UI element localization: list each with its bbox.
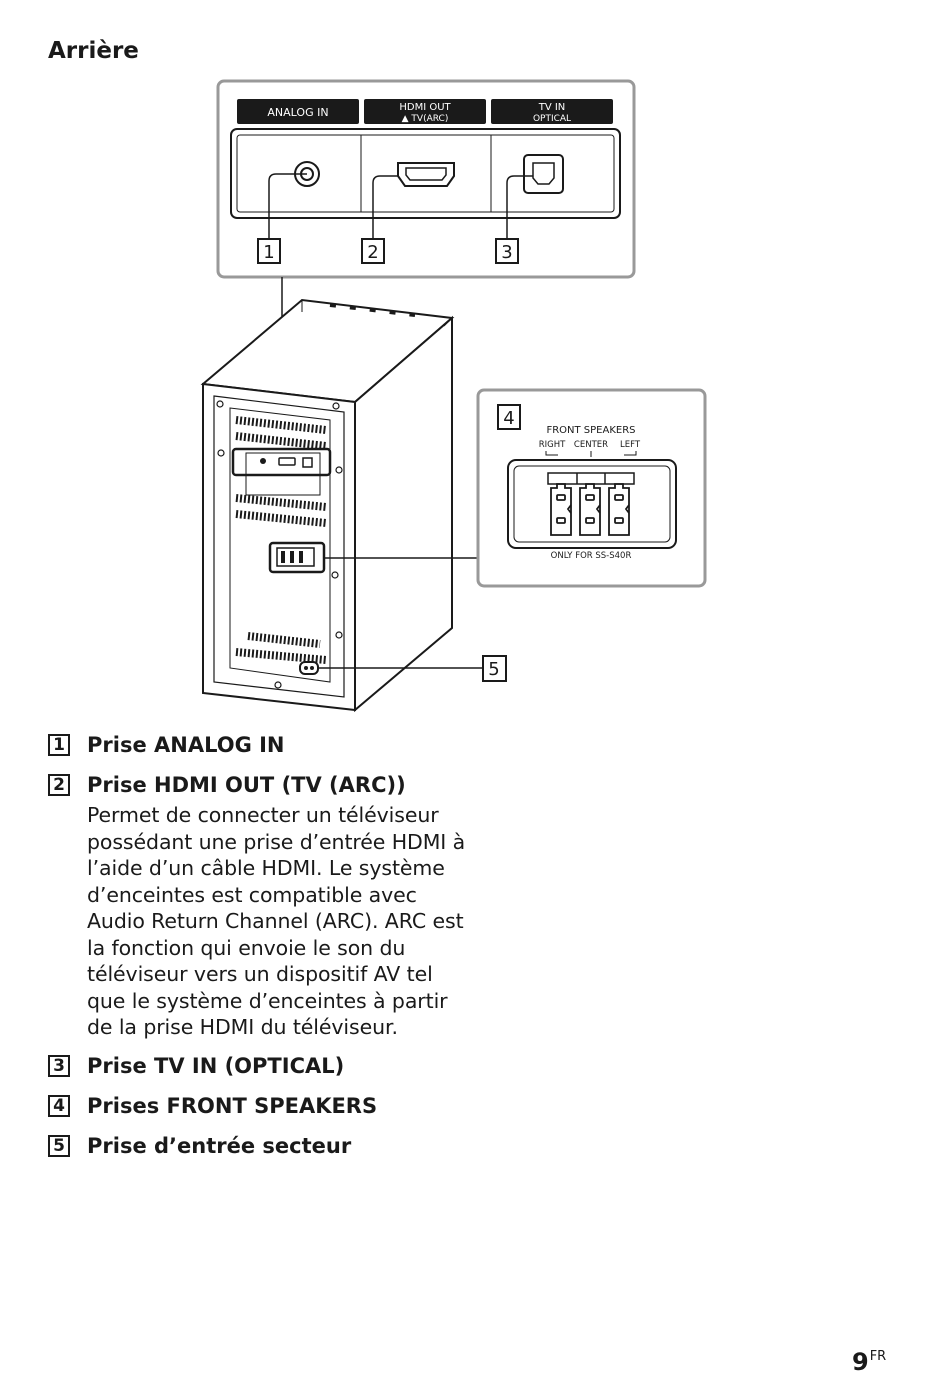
svg-text:4: 4 xyxy=(503,408,514,429)
language-code: FR xyxy=(869,1349,887,1364)
list-item: 1 Prise ANALOG IN xyxy=(48,730,468,760)
callout-3: 3 xyxy=(495,238,519,264)
connector-zoom-panel: ANALOG IN HDMI OUT ▲ TV(ARC) TV IN OPTIC… xyxy=(216,79,636,279)
rear-panel-diagram: ANALOG IN HDMI OUT ▲ TV(ARC) TV IN OPTIC… xyxy=(200,79,707,713)
item-title: Prise ANALOG IN xyxy=(87,733,285,757)
speaker-terminal-panel: 4 FRONT SPEAKERS RIGHT CENTER LEFT ONLY … xyxy=(476,388,707,588)
speaker-cabinet xyxy=(200,298,455,713)
item-number: 3 xyxy=(48,1054,70,1077)
item-title: Prise TV IN (OPTICAL) xyxy=(87,1053,345,1078)
optical-label: OPTICAL xyxy=(533,114,571,124)
hdmi-out-label: HDMI OUT xyxy=(399,102,451,113)
front-speakers-label: FRONT SPEAKERS xyxy=(546,425,635,436)
center-label: CENTER xyxy=(574,440,608,450)
callout-5: 5 xyxy=(482,655,507,682)
item-description: Permet de connecter un téléviseur posséd… xyxy=(87,803,466,1039)
list-item: 4 Prises FRONT SPEAKERS xyxy=(48,1091,468,1121)
item-number: 2 xyxy=(48,774,70,796)
right-label: RIGHT xyxy=(539,440,566,450)
svg-text:1: 1 xyxy=(263,242,274,263)
optical-port-icon xyxy=(523,154,564,194)
left-label: LEFT xyxy=(620,440,641,450)
callout-2: 2 xyxy=(361,238,385,264)
item-title: Prises FRONT SPEAKERS xyxy=(87,1093,378,1118)
section-title: Arrière xyxy=(48,38,139,64)
only-for-label: ONLY FOR SS-S40R xyxy=(551,551,632,561)
callout-1: 1 xyxy=(257,238,281,264)
optical-label-tab xyxy=(491,99,613,124)
callout-4: 4 xyxy=(497,404,521,430)
item-number: 5 xyxy=(48,1134,70,1157)
tv-in-label: TV IN xyxy=(538,102,566,113)
item-title: Prise d’entrée secteur xyxy=(87,1133,352,1158)
item-list: 1 Prise ANALOG IN 2 Prise HDMI OUT (TV (… xyxy=(48,730,468,1171)
item-title: Prise HDMI OUT (TV (ARC)) xyxy=(87,773,406,797)
item-number: 1 xyxy=(48,734,70,756)
list-item: 2 Prise HDMI OUT (TV (ARC)) Permet de co… xyxy=(48,770,468,1041)
tv-arc-label: ▲ TV(ARC) xyxy=(402,114,449,124)
list-item: 5 Prise d’entrée secteur xyxy=(48,1131,468,1161)
hdmi-label-tab xyxy=(364,99,486,124)
page-number: 9FR xyxy=(852,1348,887,1376)
list-item: 3 Prise TV IN (OPTICAL) xyxy=(48,1051,468,1081)
svg-text:3: 3 xyxy=(501,242,512,263)
item-number: 4 xyxy=(48,1094,70,1117)
analog-label-tab xyxy=(237,99,359,124)
hdmi-port-icon xyxy=(397,162,455,187)
svg-text:2: 2 xyxy=(367,242,378,263)
analog-in-label: ANALOG IN xyxy=(267,106,328,119)
svg-text:5: 5 xyxy=(488,659,499,680)
